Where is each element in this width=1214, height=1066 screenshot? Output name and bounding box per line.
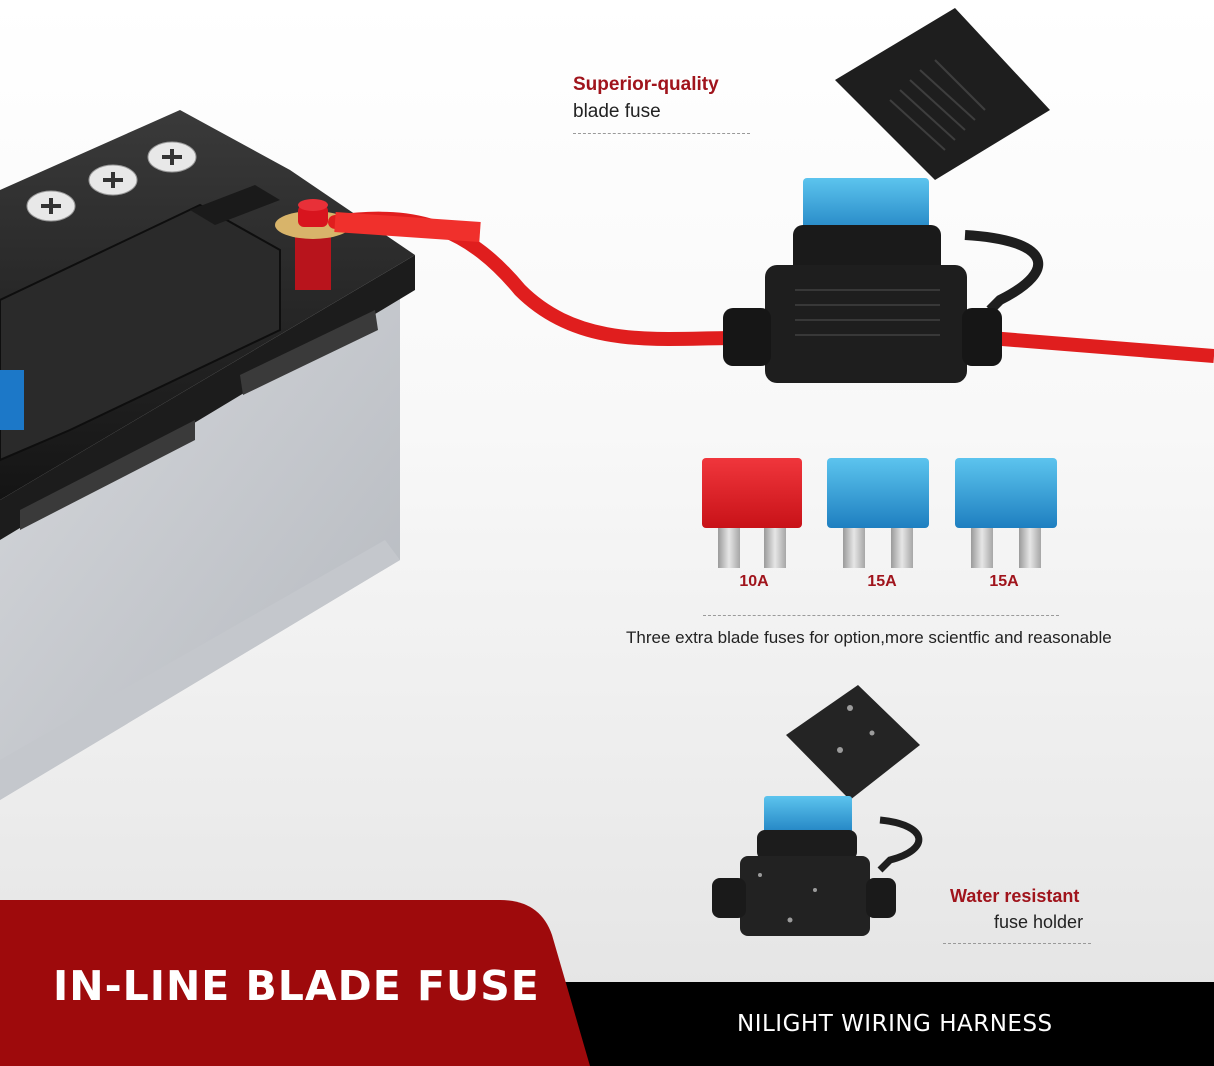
wet-fuse-holder-icon [712,685,923,936]
spare-fuses-icon [702,458,1057,568]
fuse-label-3: 15A [989,573,1019,590]
callout-top-title: Superior-quality [573,74,719,95]
footer-brand-text: NILIGHT WIRING HARNESS [737,1011,1053,1037]
red-banner [0,900,590,1066]
fuse-label-1: 10A [739,573,769,590]
callout-top-divider [573,133,750,134]
fuse-holder-icon [723,8,1050,383]
fuse-caption: Three extra blade fuses for option,more … [626,628,1112,647]
callout-bottom-title: Water resistant [950,886,1080,906]
battery-icon [0,110,415,800]
banner-title: IN-LINE BLADE FUSE [53,962,540,1010]
fuse-label-2: 15A [867,573,897,590]
callout-bottom-subtitle: fuse holder [994,912,1084,932]
fuse-caption-divider [703,615,1059,616]
callout-top-subtitle: blade fuse [573,101,661,122]
callout-bottom-divider [943,943,1091,944]
